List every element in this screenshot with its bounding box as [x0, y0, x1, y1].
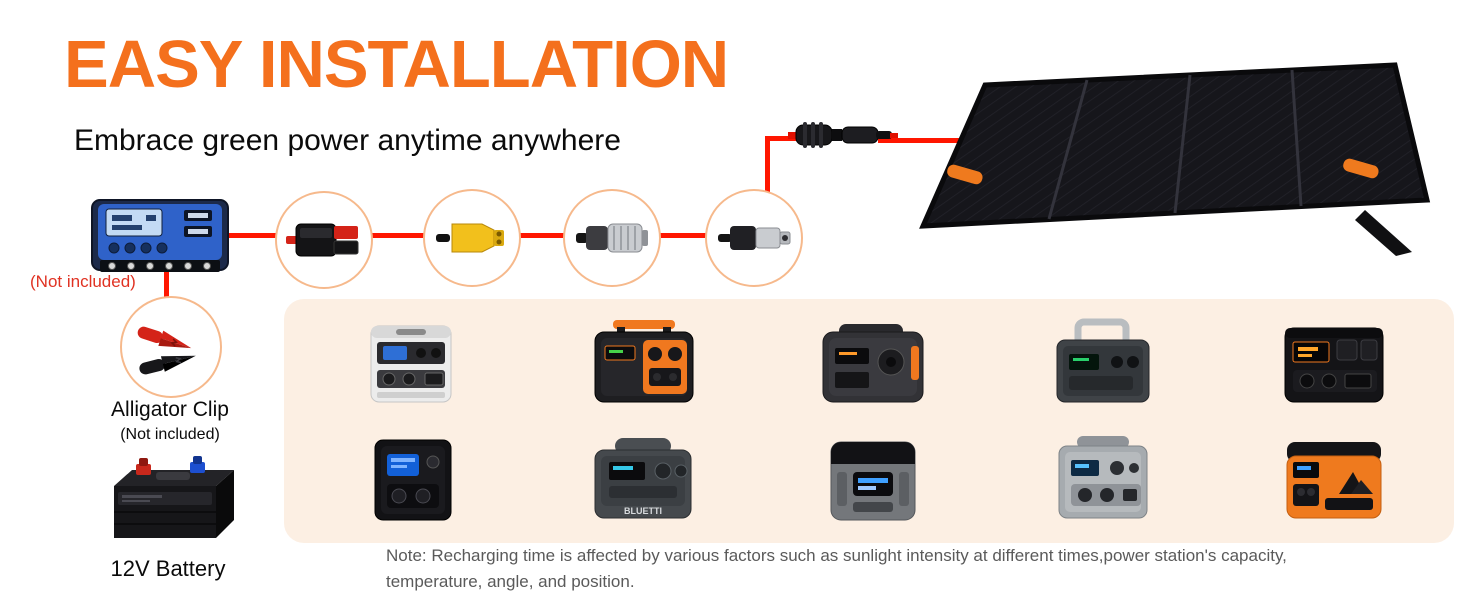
- anderson-connector-icon: [286, 223, 359, 257]
- alligator-clip-label: Alligator Clip: [111, 398, 229, 421]
- connector-circle-dc-plug: [705, 189, 803, 287]
- power-station-10-image: [1216, 420, 1446, 536]
- note-line-1: Note: Recharging time is affected by var…: [386, 546, 1287, 565]
- dc-plug-connector-icon: [718, 226, 791, 250]
- charge-controller-image: [90, 198, 230, 276]
- battery-label: 12V Battery: [110, 556, 226, 581]
- wire-segment-to-clip: [164, 268, 169, 304]
- power-station-8-image: [756, 420, 986, 536]
- wire-segment-vertical: [765, 138, 770, 238]
- note-line-2: temperature, angle, and position.: [386, 572, 635, 592]
- battery-image: [102, 452, 242, 552]
- page-subtitle: Embrace green power anytime anywhere: [74, 124, 621, 157]
- bluetti-logo-text: BLUETTI: [624, 506, 662, 516]
- power-station-3-image: [756, 304, 986, 420]
- solar-panel-image: [895, 50, 1450, 280]
- wire-segment-to-mc4: [765, 136, 810, 141]
- page-title: EASY INSTALLATION: [64, 27, 729, 102]
- power-station-2-image: [526, 304, 756, 420]
- xt60-connector-icon: [436, 223, 504, 253]
- alligator-clip-icon: [137, 326, 196, 375]
- power-station-7-image: BLUETTI: [526, 420, 756, 536]
- power-station-9-image: [986, 420, 1216, 536]
- alligator-clip-circle: [120, 296, 222, 398]
- controller-not-included-label: (Not included): [30, 272, 136, 291]
- dc-barrel-connector-icon: [576, 223, 648, 253]
- mc4-connector-pair-icon: [788, 114, 898, 158]
- connector-circle-dc-barrel: [563, 189, 661, 287]
- connector-circle-xt60: [423, 189, 521, 287]
- power-station-1-image: [296, 304, 526, 420]
- wire-segment-to-panel: [878, 138, 963, 143]
- power-station-5-image: [1216, 304, 1446, 420]
- power-station-4-image: [986, 304, 1216, 420]
- products-grid: BLUETTI: [296, 304, 1446, 536]
- connector-circle-anderson: [275, 191, 373, 289]
- alligator-not-included-label: (Not included): [120, 426, 220, 443]
- note-text: Note: Recharging time is affected by var…: [386, 543, 1287, 596]
- power-station-6-image: [296, 420, 526, 536]
